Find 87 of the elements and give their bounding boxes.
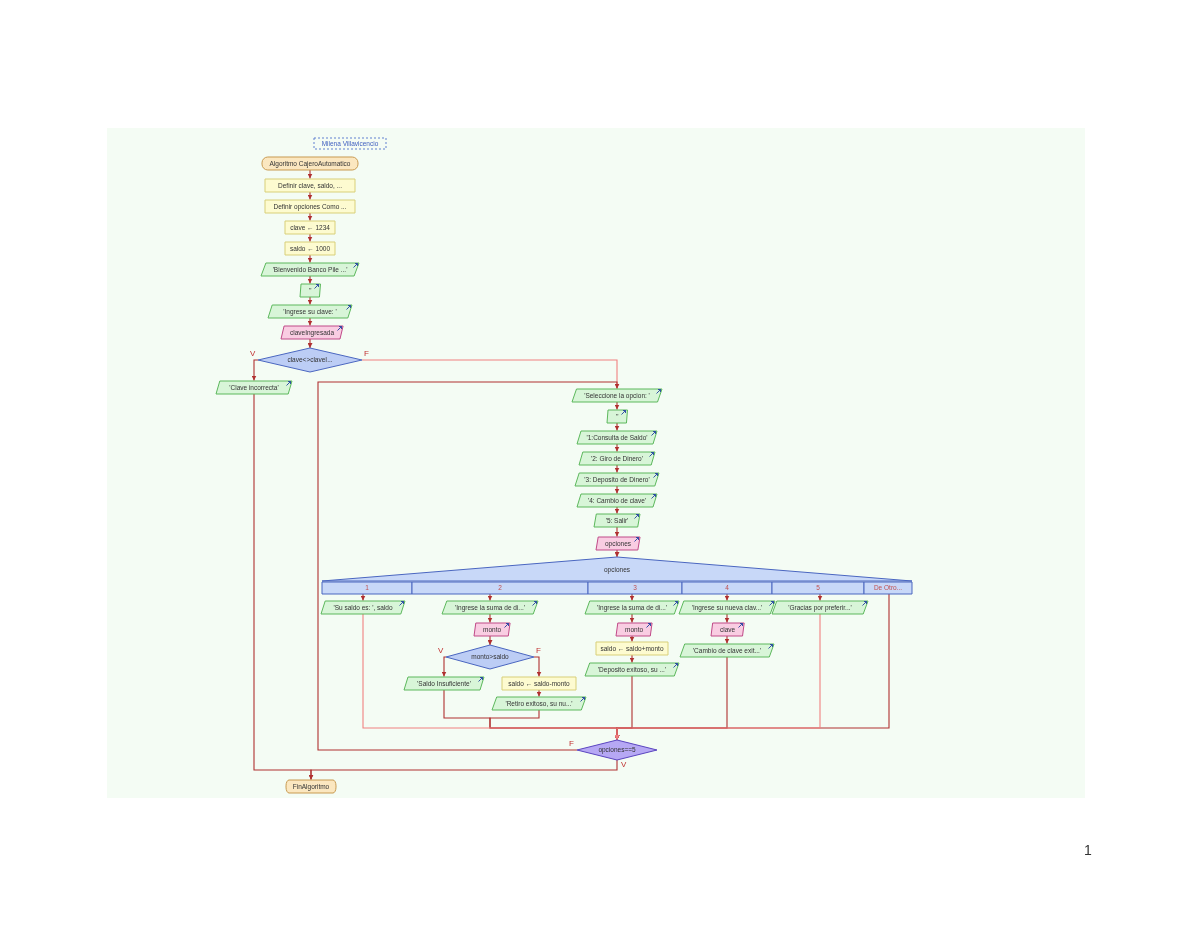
connector <box>614 525 620 538</box>
decision-diamond <box>258 348 362 372</box>
edge-label: F <box>535 646 542 655</box>
connector <box>360 593 366 602</box>
connector <box>307 168 313 180</box>
connector <box>614 548 620 558</box>
page-number: 1 <box>1084 842 1092 858</box>
connector <box>487 634 493 646</box>
input-parallelogram <box>711 622 745 636</box>
connector <box>817 593 823 602</box>
terminal-pill <box>286 779 336 793</box>
connector <box>614 612 821 741</box>
connector <box>724 612 730 624</box>
output-parallelogram <box>772 600 868 614</box>
edge-label: F <box>363 349 370 358</box>
input-parallelogram <box>281 325 344 339</box>
input-parallelogram <box>596 536 641 550</box>
edge-label: V <box>437 646 445 655</box>
case-cell <box>772 582 864 594</box>
connector <box>441 656 447 678</box>
output-parallelogram <box>268 304 352 318</box>
connector <box>614 484 620 495</box>
process-box <box>265 178 355 192</box>
process-box <box>285 220 335 234</box>
process-box <box>596 641 668 655</box>
connector <box>614 442 620 453</box>
output-parallelogram <box>585 662 679 676</box>
output-parallelogram <box>577 493 657 507</box>
case-cell <box>682 582 772 594</box>
output-parallelogram <box>680 643 774 657</box>
case-cell <box>864 582 912 594</box>
connector <box>251 359 259 382</box>
output-parallelogram <box>572 388 662 402</box>
decision-diamond <box>446 645 534 669</box>
connector <box>629 612 635 624</box>
connector <box>724 634 730 645</box>
comment-box <box>314 137 386 149</box>
connector <box>487 612 493 624</box>
output-parallelogram <box>585 600 679 614</box>
connector <box>614 505 620 515</box>
case-cell <box>412 582 588 594</box>
output-parallelogram <box>442 600 538 614</box>
output-parallelogram <box>575 472 659 486</box>
connector <box>307 232 313 243</box>
connector <box>614 421 620 432</box>
connector <box>536 688 542 698</box>
connector <box>629 593 635 602</box>
output-parallelogram <box>404 676 484 690</box>
case-cell <box>588 582 682 594</box>
output-parallelogram <box>579 451 655 465</box>
connector <box>629 634 635 643</box>
edge-label: V <box>620 760 628 769</box>
connector <box>629 653 635 664</box>
edge-label: V <box>249 349 257 358</box>
connector <box>307 337 313 349</box>
connector <box>307 253 313 264</box>
case-cell <box>322 582 412 594</box>
connector <box>533 656 542 678</box>
connector <box>307 190 313 201</box>
output-parallelogram <box>492 696 586 710</box>
connector <box>253 392 314 781</box>
output-parallelogram <box>577 430 657 444</box>
connector <box>487 593 493 602</box>
input-parallelogram <box>474 622 511 636</box>
connector <box>317 381 620 751</box>
process-box <box>265 199 355 213</box>
output-parallelogram <box>607 409 628 423</box>
edge-label: F <box>568 739 575 748</box>
connector <box>724 593 730 602</box>
output-parallelogram <box>594 513 640 527</box>
output-parallelogram <box>300 283 321 297</box>
process-box <box>285 241 335 255</box>
connector <box>307 316 313 327</box>
output-parallelogram <box>321 600 405 614</box>
output-parallelogram <box>261 262 359 276</box>
connector <box>307 274 313 285</box>
output-parallelogram <box>216 380 292 394</box>
output-parallelogram <box>679 600 775 614</box>
connector <box>307 211 313 222</box>
connector <box>614 463 620 474</box>
input-parallelogram <box>616 622 653 636</box>
loop-condition-diamond <box>577 740 657 760</box>
connector <box>307 295 313 306</box>
terminal-pill <box>262 156 358 170</box>
switch-block <box>322 557 912 581</box>
process-box <box>502 676 576 690</box>
connector <box>614 400 620 411</box>
